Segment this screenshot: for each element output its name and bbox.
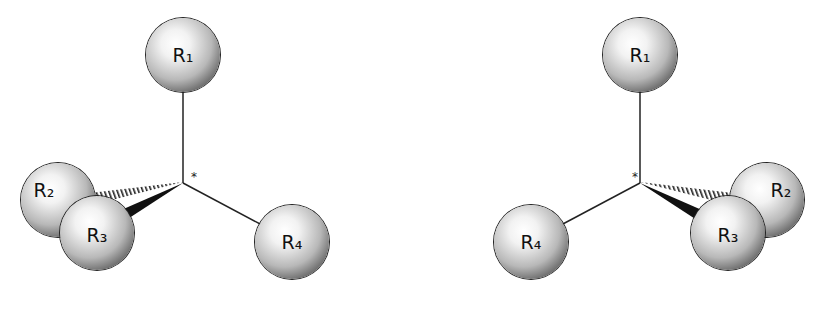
- substituent-label: R₄: [521, 233, 542, 252]
- substituent-sphere: R₄: [255, 205, 329, 279]
- bond-line: [183, 183, 262, 225]
- substituent-label: R₂: [34, 181, 55, 200]
- substituent-label: R₃: [718, 226, 739, 245]
- substituent-label: R₁: [630, 46, 651, 65]
- substituent-sphere: R₃: [60, 196, 134, 270]
- bond-line: [561, 183, 640, 225]
- substituent-sphere: R₄: [494, 205, 568, 279]
- substituent-label: R₂: [771, 181, 792, 200]
- stereocenter-mark: *: [191, 171, 197, 183]
- substituent-sphere: R₁: [603, 18, 677, 92]
- substituent-sphere: R₁: [146, 18, 220, 92]
- substituent-sphere: R₃: [691, 196, 765, 270]
- substituent-label: R₄: [282, 233, 303, 252]
- bond-line: [182, 90, 184, 183]
- substituent-label: R₁: [173, 46, 194, 65]
- stereocenter-mark: *: [632, 171, 638, 183]
- substituent-label: R₃: [87, 226, 108, 245]
- bond-line: [639, 90, 641, 183]
